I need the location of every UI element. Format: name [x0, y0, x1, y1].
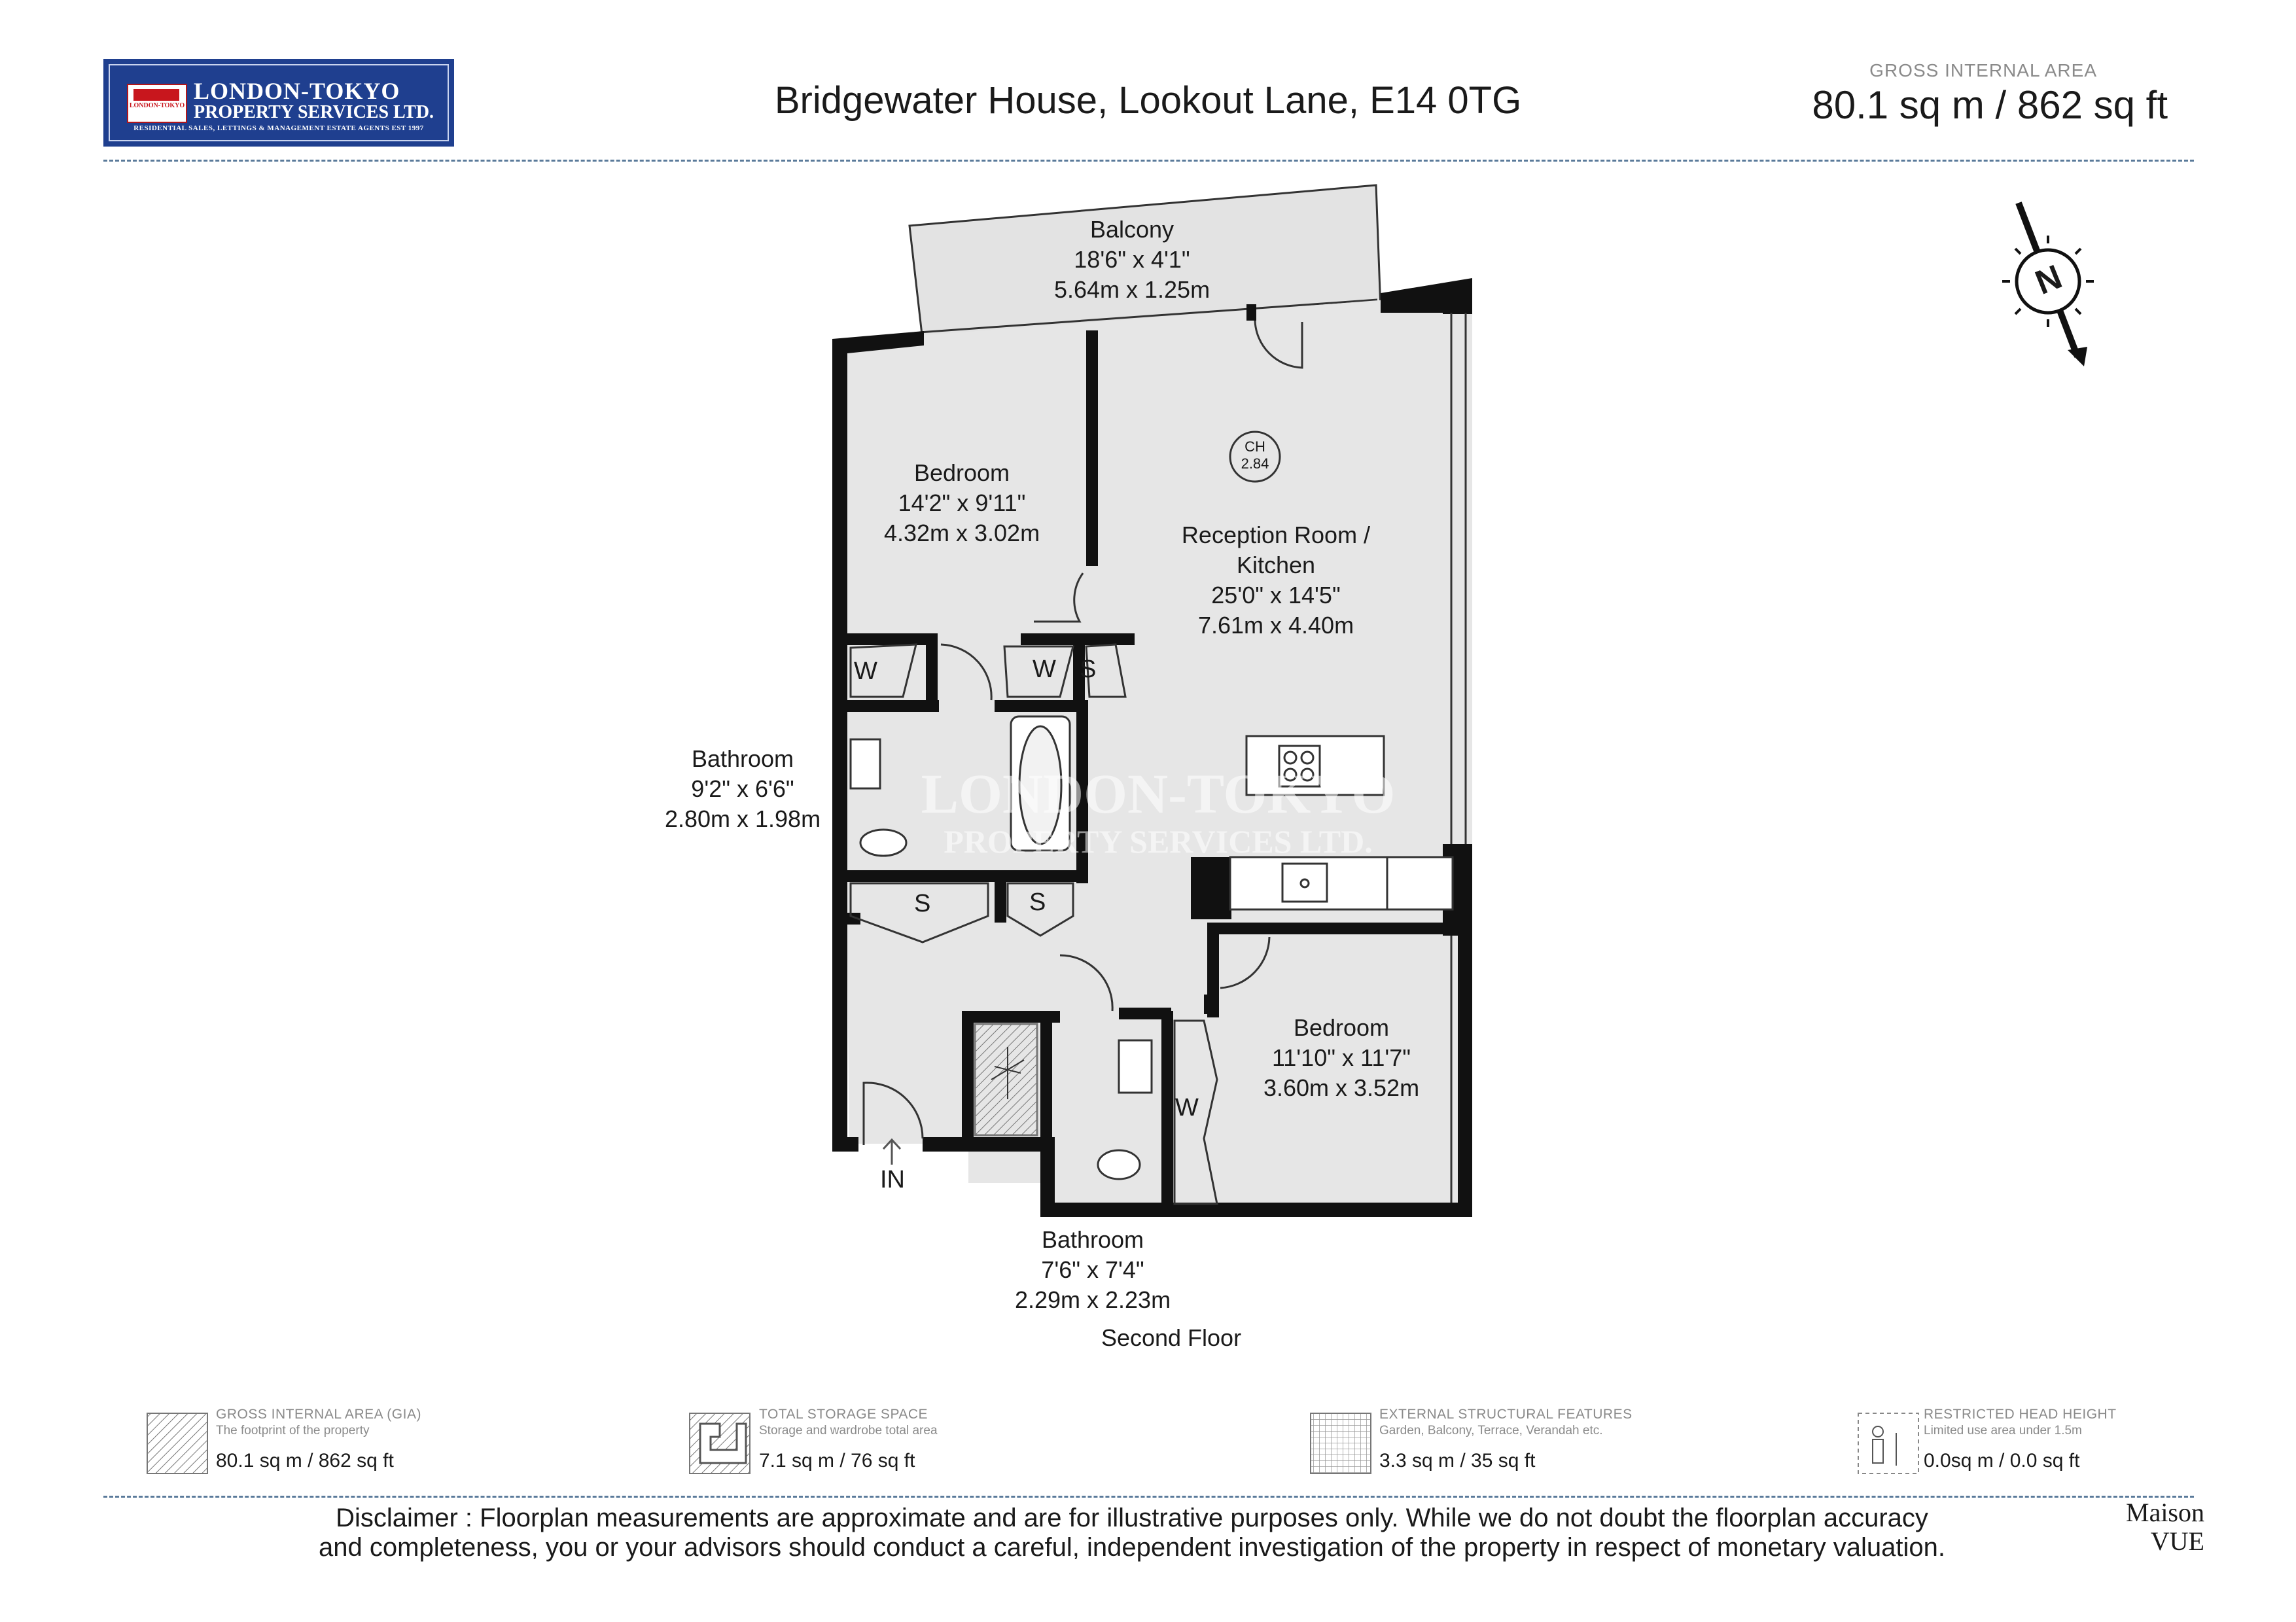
disclaimer-line2: and completeness, you or your advisors s…	[319, 1533, 1945, 1562]
legend-gia-value: 80.1 sq m / 862 sq ft	[216, 1450, 394, 1472]
top-divider	[103, 160, 2194, 162]
room-name-line2: Kitchen	[1236, 552, 1316, 578]
logo-tagline: RESIDENTIAL SALES, LETTINGS & MANAGEMENT…	[133, 124, 424, 132]
room-name: Balcony	[1089, 216, 1174, 243]
shower-icon	[991, 1047, 1025, 1099]
north-arrow-icon	[2002, 202, 2094, 366]
watermark-line1: LONDON-TOKYO	[921, 762, 1396, 825]
room-size-metric: 7.61m x 4.40m	[1197, 612, 1354, 639]
room-size-imperial: 14'2" x 9'11"	[898, 489, 1026, 516]
ceiling-height-code: CH	[1245, 438, 1265, 455]
brand-line2: VUE	[2150, 1526, 2204, 1556]
room-size-imperial: 11'10" x 11'7"	[1271, 1044, 1411, 1071]
room-name: Reception Room /	[1181, 521, 1371, 548]
reception-kitchen-label: Reception Room / Kitchen 25'0" x 14'5" 7…	[1139, 520, 1413, 641]
room-size-metric: 4.32m x 3.02m	[883, 520, 1040, 546]
logo-badge-text: LONDON-TOKYO	[129, 102, 185, 109]
wardrobes	[849, 643, 1218, 1205]
bathroom-2-label: Bathroom 7'6" x 7'4" 2.29m x 2.23m	[981, 1225, 1204, 1315]
legend-storage-value: 7.1 sq m / 76 sq ft	[759, 1450, 915, 1472]
room-name: Bedroom	[1293, 1014, 1390, 1041]
legend-headheight-sub: Limited use area under 1.5m	[1924, 1424, 2082, 1437]
bathroom-fixtures	[849, 715, 1153, 1180]
room-name: Bathroom	[691, 745, 794, 772]
legend-gia-caption: GROSS INTERNAL AREA (GIA)	[216, 1407, 421, 1422]
legend-external-caption: EXTERNAL STRUCTURAL FEATURES	[1379, 1407, 1633, 1422]
gia-value: 80.1 sq m / 862 sq ft	[1812, 83, 2168, 127]
legend-external-sub: Garden, Balcony, Terrace, Verandah etc.	[1379, 1424, 1603, 1437]
room-name: Bathroom	[1041, 1226, 1144, 1253]
bedroom-2-label: Bedroom 11'10" x 11'7" 3.60m x 3.52m	[1230, 1013, 1453, 1103]
room-size-imperial: 18'6" x 4'1"	[1074, 246, 1190, 273]
logo-name: LONDON-TOKYO	[194, 78, 400, 104]
apartment-floor	[841, 293, 1472, 1217]
disclaimer-line1: Disclaimer : Floorplan measurements are …	[336, 1504, 1928, 1532]
ceiling-height-label: CH 2.84	[1237, 438, 1273, 472]
wardrobe-label: W	[854, 658, 877, 685]
legend-headheight-caption: RESTRICTED HEAD HEIGHT	[1924, 1407, 2117, 1422]
storage-label: S	[1080, 656, 1097, 683]
watermark-line2: PROPERTY SERVICES LTD.	[944, 823, 1373, 860]
room-size-imperial: 25'0" x 14'5"	[1211, 582, 1341, 608]
logo-badge: LONDON-TOKYO	[127, 84, 187, 123]
wardrobe-label: W	[1033, 656, 1056, 683]
kitchen-units	[1229, 735, 1454, 911]
grid-hatch-icon	[1310, 1413, 1371, 1474]
interior-walls	[847, 330, 1459, 1207]
room-size-metric: 2.29m x 2.23m	[1014, 1286, 1171, 1313]
watermark: LONDON-TOKYO PROPERTY SERVICES LTD.	[896, 766, 1420, 861]
bottom-divider	[103, 1496, 2194, 1498]
entrance-arrow-icon	[882, 1138, 902, 1165]
storage-label: S	[914, 890, 931, 917]
room-size-imperial: 9'2" x 6'6"	[691, 775, 794, 802]
legend-storage-caption: TOTAL STORAGE SPACE	[759, 1407, 928, 1422]
ceiling-height-marker	[1229, 431, 1281, 483]
entrance-label: IN	[880, 1166, 905, 1193]
brand-line1: Maison	[2126, 1498, 2204, 1527]
storage-pattern-icon	[689, 1413, 751, 1474]
bathroom-1-label: Bathroom 9'2" x 6'6" 2.80m x 1.98m	[648, 744, 838, 834]
diagonal-hatch-icon	[147, 1413, 208, 1474]
ceiling-height-value: 2.84	[1241, 455, 1269, 472]
bedroom-1-label: Bedroom 14'2" x 9'11" 4.32m x 3.02m	[851, 458, 1073, 548]
legend-storage-sub: Storage and wardrobe total area	[759, 1424, 938, 1437]
gia-label: GROSS INTERNAL AREA	[1869, 60, 2097, 80]
legend-headheight-value: 0.0sq m / 0.0 sq ft	[1924, 1450, 2080, 1472]
disclaimer: Disclaimer : Floorplan measurements are …	[196, 1504, 2068, 1562]
wardrobe-label: W	[1175, 1094, 1199, 1121]
property-address: Bridgewater House, Lookout Lane, E14 0TG	[774, 79, 1522, 122]
maison-vue-logo: Maison VUE	[2126, 1498, 2204, 1556]
storage-label: S	[1029, 889, 1046, 916]
logo-subtitle: PROPERTY SERVICES LTD.	[194, 102, 434, 122]
room-size-metric: 3.60m x 3.52m	[1263, 1074, 1420, 1101]
company-logo: LONDON-TOKYO LONDON-TOKYO PROPERTY SERVI…	[103, 59, 454, 147]
person-height-icon	[1858, 1413, 1919, 1474]
doors	[862, 320, 1303, 1145]
room-name: Bedroom	[913, 459, 1010, 486]
room-size-metric: 5.64m x 1.25m	[1053, 276, 1210, 303]
legend-gia-sub: The footprint of the property	[216, 1424, 370, 1437]
legend-external-value: 3.3 sq m / 35 sq ft	[1379, 1450, 1536, 1472]
balcony-label: Balcony 18'6" x 4'1" 5.64m x 1.25m	[1001, 215, 1263, 305]
floor-label: Second Floor	[1101, 1324, 1242, 1351]
room-size-imperial: 7'6" x 7'4"	[1041, 1256, 1144, 1283]
room-size-metric: 2.80m x 1.98m	[664, 805, 821, 832]
